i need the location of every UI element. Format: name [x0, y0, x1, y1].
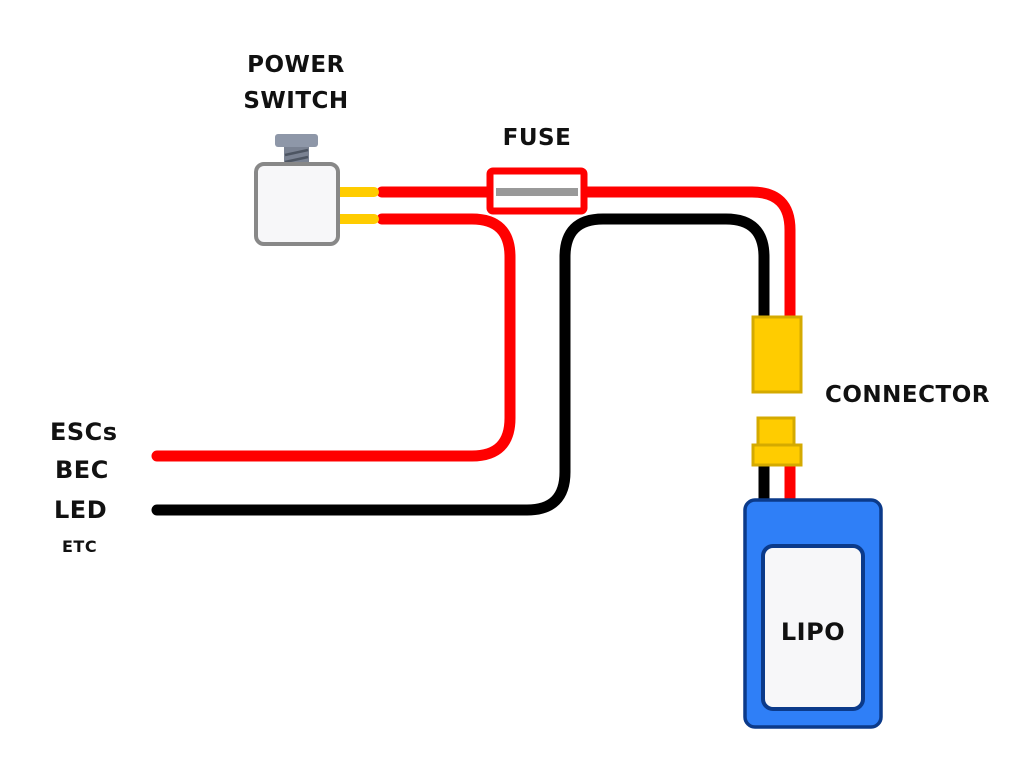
load-label-led: LED [54, 496, 107, 524]
lipo-battery[interactable]: LIPO [743, 498, 883, 729]
load-label-escs: ESCs [50, 418, 118, 446]
switch-cap [275, 134, 318, 147]
positive-wire-main [376, 186, 796, 326]
positive-wire-load [151, 213, 516, 462]
fuse-label: FUSE [503, 125, 572, 151]
fuse[interactable] [486, 167, 588, 215]
switch-body [254, 162, 340, 246]
connector-female [751, 315, 803, 394]
power-switch-label-line2: SWITCH [243, 88, 348, 114]
connector[interactable] [751, 315, 803, 467]
battery-label: LIPO [781, 618, 845, 646]
negative-wire [151, 213, 770, 516]
battery-label-panel [761, 544, 865, 711]
connector-male-pin [756, 416, 796, 448]
connector-male-base [751, 443, 803, 467]
power-switch[interactable] [254, 134, 340, 246]
power-switch-label-line1: POWER [247, 52, 345, 78]
switch-thread-lines [284, 148, 309, 164]
load-label-bec: BEC [55, 456, 109, 484]
load-label-etc: ETC [62, 537, 97, 556]
connector-label: CONNECTOR [825, 382, 990, 408]
